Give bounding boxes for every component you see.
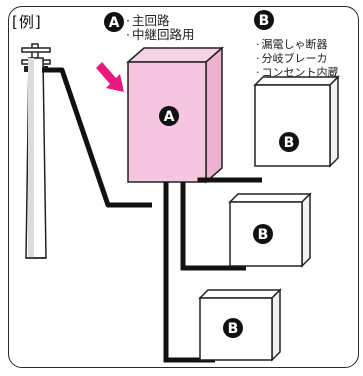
svg-text:A: A xyxy=(164,109,175,125)
marker-b-box2: B xyxy=(253,224,273,244)
pointer-arrow xyxy=(96,62,124,92)
marker-a-box: A xyxy=(159,106,179,126)
example-label: [例] xyxy=(12,13,42,31)
wire-to-box-b3 xyxy=(163,182,215,363)
wire-to-box-b2 xyxy=(180,182,246,271)
svg-text:B: B xyxy=(258,227,269,243)
marker-b-legend: B xyxy=(254,10,274,30)
svg-text:A: A xyxy=(109,15,120,31)
legend-b-list: ·漏電しゃ断器 ·分岐ブレーカ ·コンセント内蔵 xyxy=(256,38,339,80)
svg-text:B: B xyxy=(228,321,239,337)
wire-to-box-b1 xyxy=(197,177,262,183)
legend-a-list: ·主回路 ·中継回路用 xyxy=(126,14,195,42)
legend-b-item: ·コンセント内蔵 xyxy=(256,66,339,79)
utility-pole xyxy=(21,43,51,259)
legend-b-item: ·分岐ブレーカ xyxy=(256,52,328,65)
marker-a-legend: A xyxy=(104,12,124,32)
svg-text:B: B xyxy=(284,135,295,151)
legend-b-item: ·漏電しゃ断器 xyxy=(256,38,328,51)
marker-b-box3: B xyxy=(223,318,243,338)
svg-text:B: B xyxy=(259,13,270,29)
legend-a-item: ·中継回路用 xyxy=(126,27,195,42)
branch-box-1 xyxy=(253,75,340,168)
legend-a-item: ·主回路 xyxy=(126,13,170,28)
marker-b-box1: B xyxy=(279,132,299,152)
service-line xyxy=(42,67,152,208)
